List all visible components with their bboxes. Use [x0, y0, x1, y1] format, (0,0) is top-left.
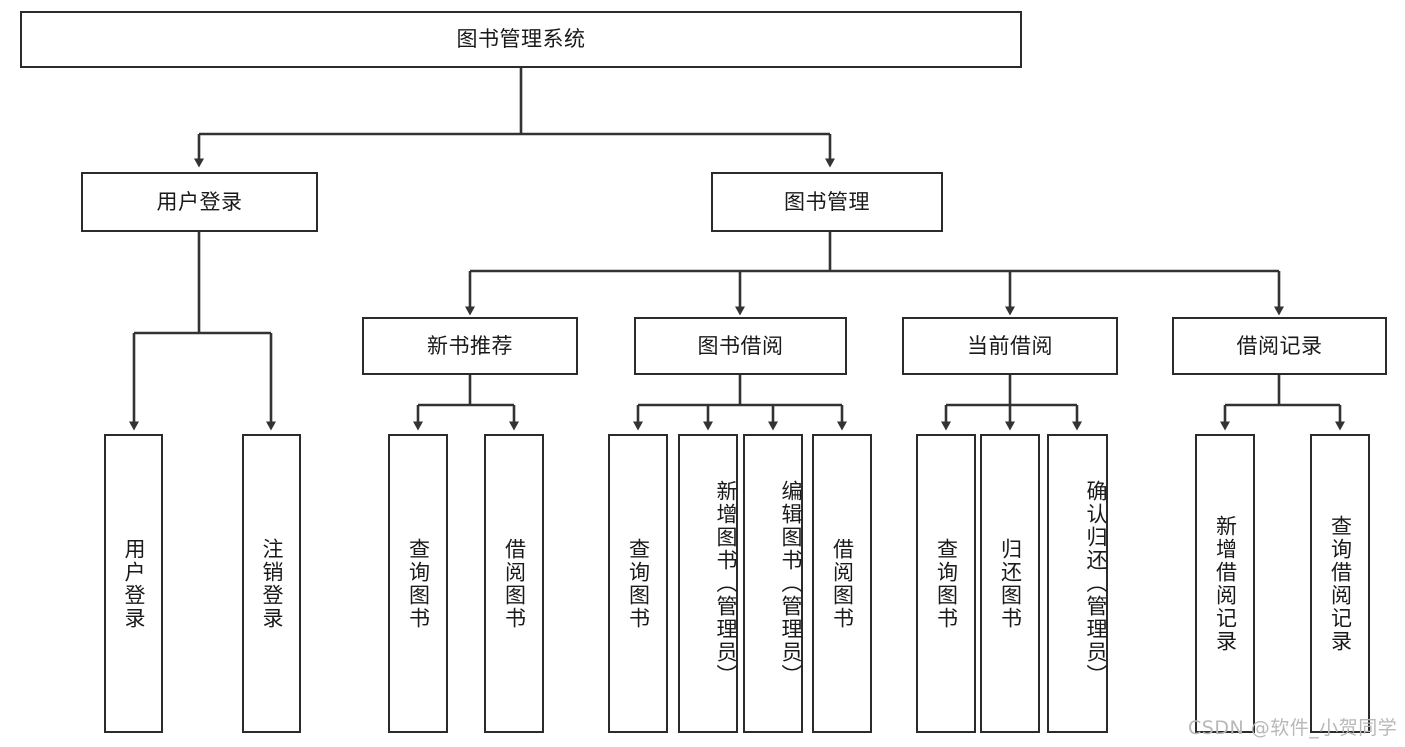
leaf-bookborrow-edit-book-admin[interactable]: 编辑图书（管理员）	[743, 434, 803, 733]
node-label: 新增图书（管理员）	[714, 480, 738, 687]
node-label: 查询图书	[406, 537, 431, 630]
leaf-currentborrow-query-books[interactable]: 查询图书	[916, 434, 976, 733]
node-label: 借阅记录	[1236, 333, 1323, 358]
leaf-currentborrow-return-books[interactable]: 归还图书	[980, 434, 1040, 733]
node-new-book-recommend[interactable]: 新书推荐	[362, 317, 578, 375]
node-label: 确认归还（管理员）	[1084, 480, 1108, 687]
node-label: 新书推荐	[427, 333, 513, 358]
watermark-text: CSDN @软件_小贺同学	[1188, 717, 1398, 739]
node-root-book-management-system[interactable]: 图书管理系统	[20, 11, 1022, 68]
node-book-management[interactable]: 图书管理	[711, 172, 943, 232]
leaf-user-login-logout[interactable]: 注销登录	[242, 434, 301, 733]
leaf-borrowrecord-query-record[interactable]: 查询借阅记录	[1310, 434, 1370, 733]
edge-bookborrow-to-leaves	[633, 375, 847, 431]
node-label: 当前借阅	[967, 333, 1053, 358]
node-label: 注销登录	[260, 537, 284, 630]
leaf-bookborrow-query-books[interactable]: 查询图书	[608, 434, 668, 733]
node-label: 编辑图书（管理员）	[779, 480, 803, 687]
node-label: 用户登录	[156, 189, 243, 214]
node-label: 用户登录	[122, 537, 146, 630]
leaf-user-login-login[interactable]: 用户登录	[104, 434, 163, 733]
node-label: 查询借阅记录	[1328, 514, 1353, 653]
node-label: 查询图书	[934, 537, 959, 630]
node-current-borrow[interactable]: 当前借阅	[902, 317, 1118, 375]
edge-currentborrow-to-leaves	[941, 375, 1082, 431]
leaf-currentborrow-confirm-return-admin[interactable]: 确认归还（管理员）	[1047, 434, 1108, 733]
node-user-login[interactable]: 用户登录	[81, 172, 318, 232]
leaf-newbook-borrow-books[interactable]: 借阅图书	[484, 434, 544, 733]
node-label: 图书管理系统	[456, 27, 586, 51]
edge-newbook-to-leaves	[413, 375, 519, 431]
leaf-bookborrow-add-book-admin[interactable]: 新增图书（管理员）	[678, 434, 738, 733]
edge-bookmgmt-to-level3	[465, 232, 1284, 316]
node-label: 新增借阅记录	[1213, 514, 1238, 653]
node-label: 借阅图书	[502, 537, 527, 630]
leaf-bookborrow-borrow-books[interactable]: 借阅图书	[812, 434, 872, 733]
edge-userlogin-to-leaves	[129, 232, 276, 431]
edge-root-to-level2	[194, 68, 835, 168]
node-label: 图书借阅	[697, 333, 784, 358]
node-label: 图书管理	[784, 189, 870, 214]
edge-borrowrecord-to-leaves	[1220, 375, 1345, 431]
node-book-borrow[interactable]: 图书借阅	[634, 317, 847, 375]
leaf-borrowrecord-add-record[interactable]: 新增借阅记录	[1195, 434, 1255, 733]
watermark-csdn: CSDN @软件_小贺同学	[1188, 713, 1397, 740]
leaf-newbook-query-books[interactable]: 查询图书	[388, 434, 448, 733]
node-label: 归还图书	[998, 537, 1023, 630]
node-label: 查询图书	[626, 537, 651, 630]
node-borrow-record[interactable]: 借阅记录	[1172, 317, 1387, 375]
node-label: 借阅图书	[830, 537, 855, 630]
